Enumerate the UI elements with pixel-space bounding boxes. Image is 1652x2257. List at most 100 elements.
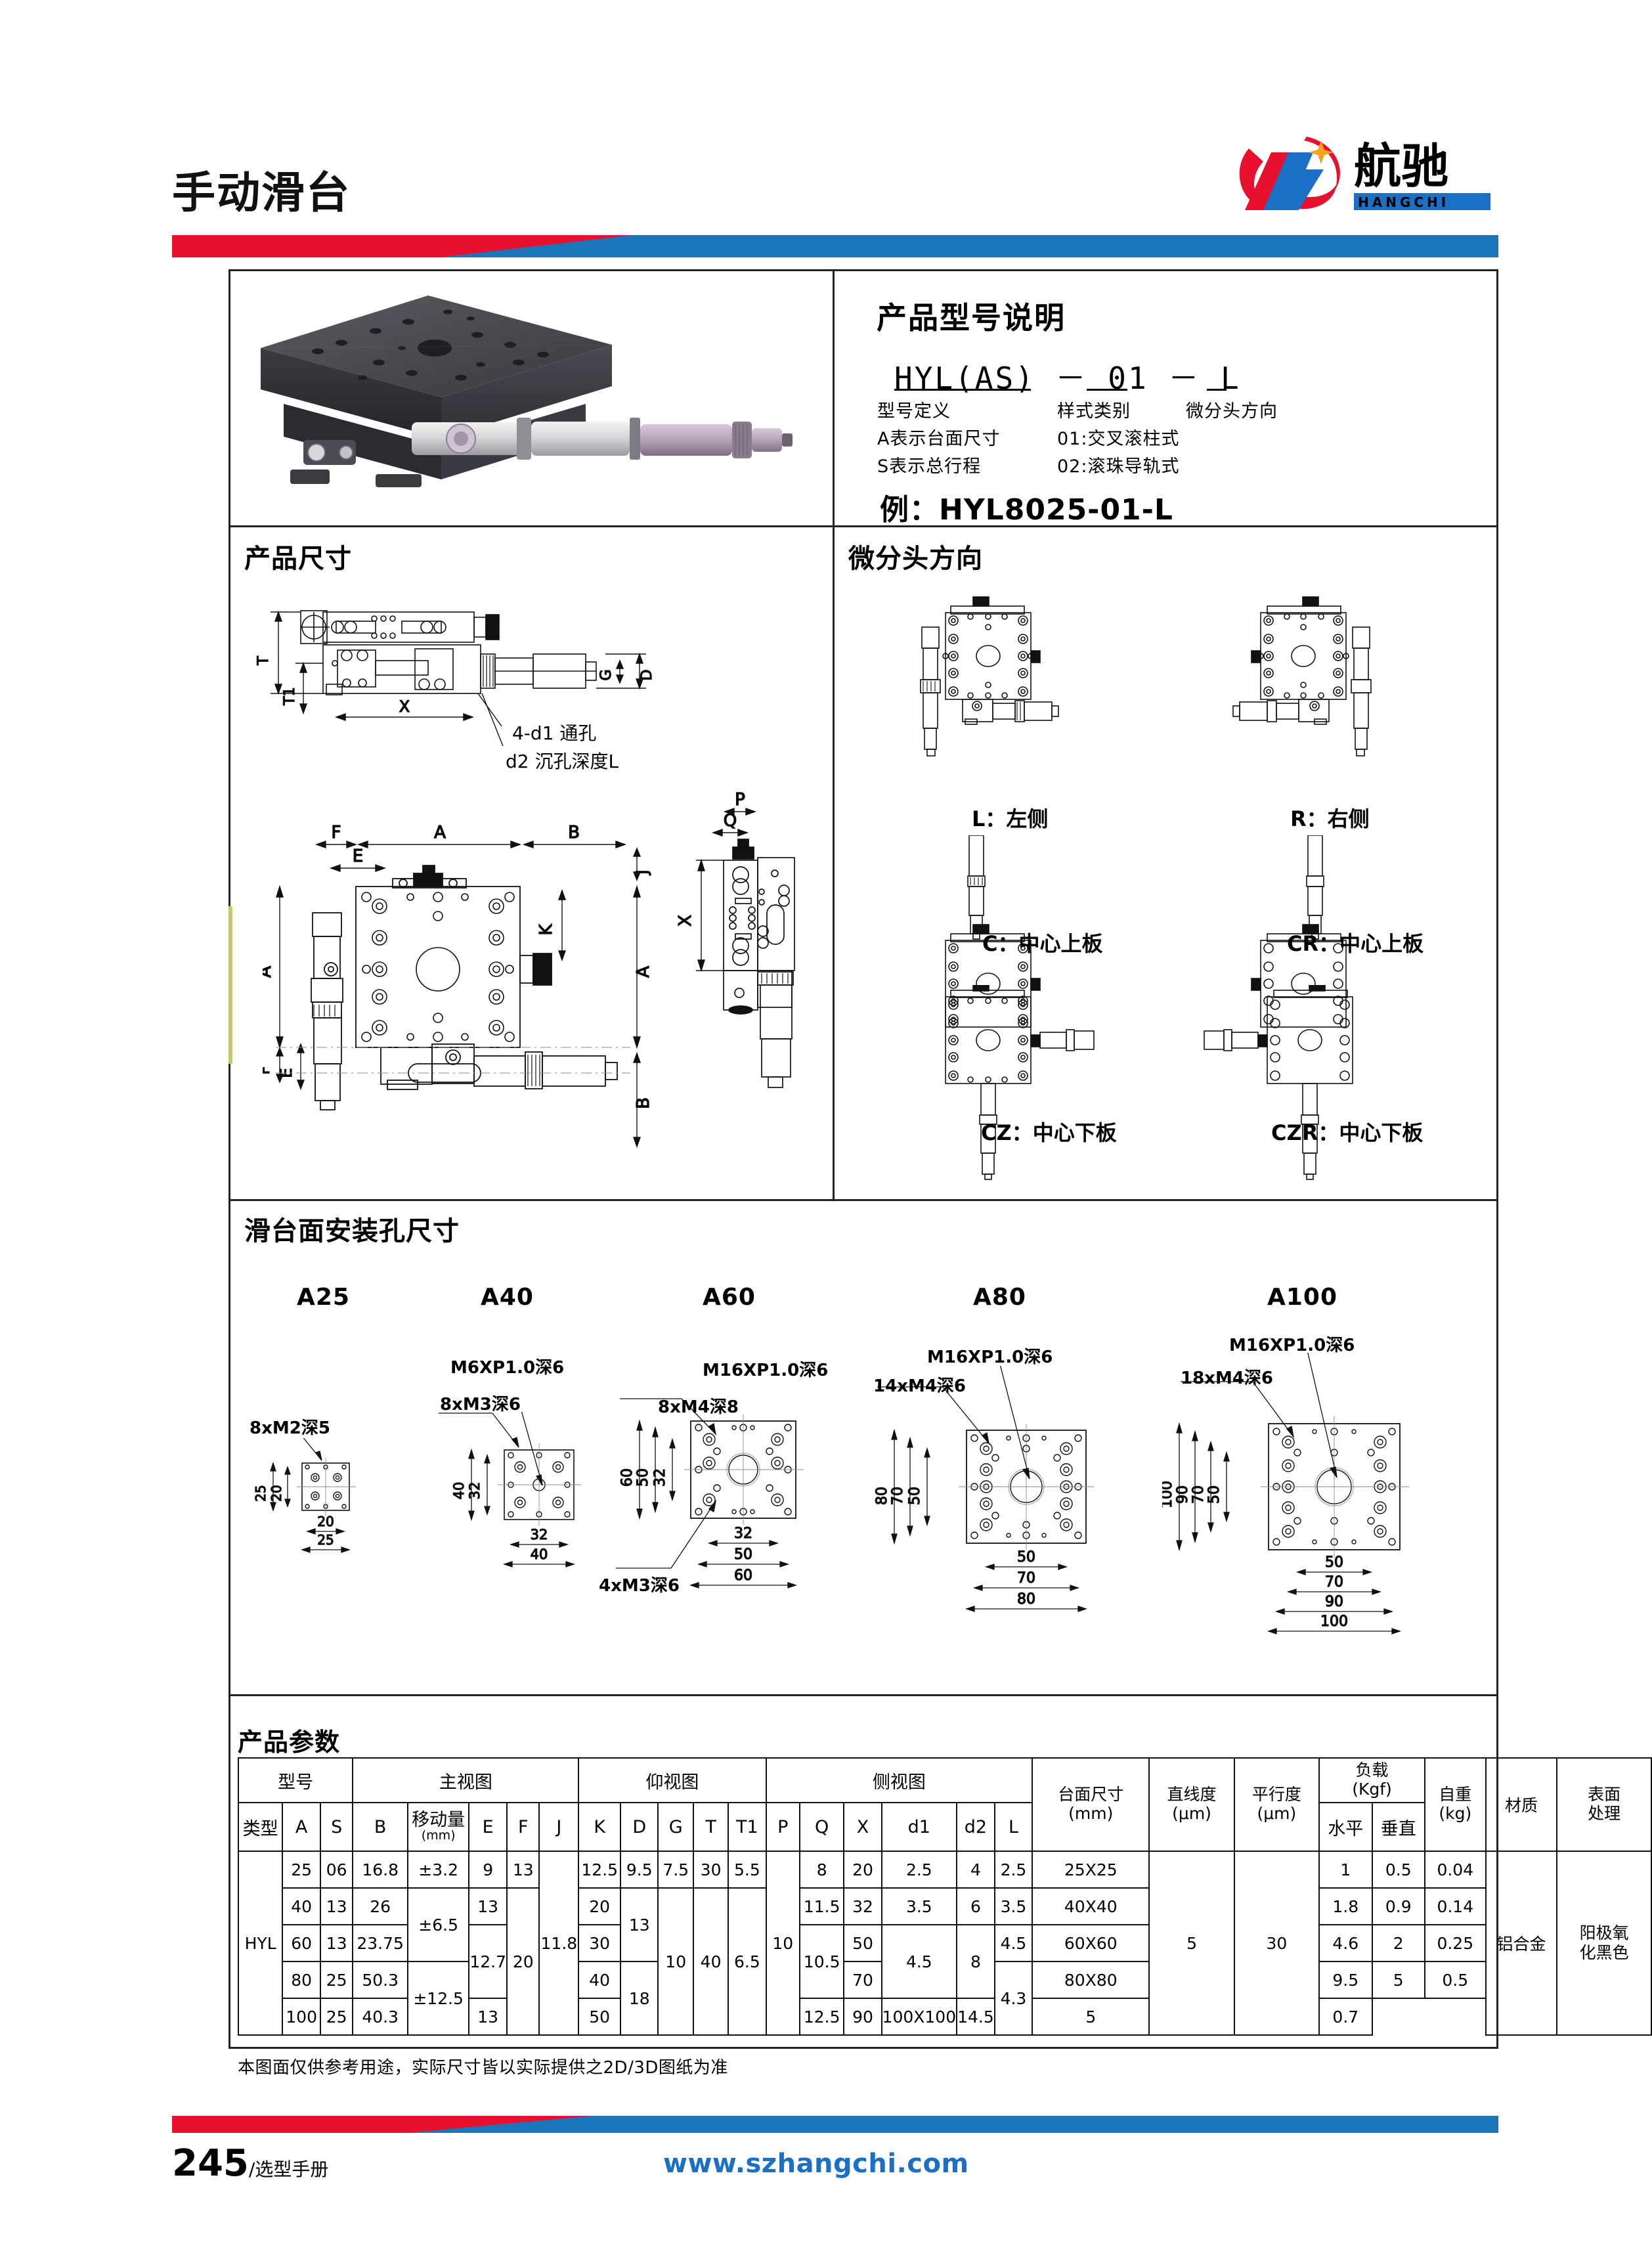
micrometer-option-R [1221, 588, 1392, 794]
hole-model-A80-label: A80 [973, 1284, 1026, 1311]
legend-1-line-0: 01:交叉滚柱式 [1057, 429, 1180, 449]
cell-X: 32 [843, 1887, 882, 1925]
cell-load-h: 9.5 [1318, 1961, 1373, 1999]
callout-through-hole: 4-d1 通孔 [512, 722, 597, 744]
cell-weight: 0.25 [1424, 1924, 1487, 1962]
product-photo [244, 282, 822, 519]
svg-text:G: G [598, 669, 615, 680]
cell-F: 20 [506, 1887, 540, 2036]
hole-drawing-A100: 100 90 70 50 50 70 90 [1158, 1347, 1451, 1638]
callout-counterbore: d2 沉孔深度L [506, 751, 619, 772]
svg-text:A: A [263, 966, 275, 978]
svg-text:90: 90 [1325, 1594, 1343, 1610]
hole-drawing-A40: 40 32 32 40 [433, 1377, 630, 1605]
cell-d2: 6 [956, 1887, 995, 1925]
cell-parallelism: 30 [1233, 1851, 1320, 2036]
cell-weight: 0.04 [1424, 1851, 1487, 1889]
svg-text:A: A [634, 966, 653, 978]
footer-accent-bar [172, 2116, 1498, 2133]
cell-J: 11.8 [538, 1851, 580, 2036]
cell-S: 13 [319, 1924, 354, 1962]
group-table-size: 台面尺寸 (mm) [1032, 1757, 1150, 1852]
hole-note-A100-1: M16XP1.0深6 [1229, 1336, 1355, 1355]
frame-rule-v [833, 269, 835, 1199]
svg-text:70: 70 [1325, 1574, 1343, 1590]
sub-T: T [692, 1802, 729, 1852]
svg-text:100: 100 [1162, 1481, 1175, 1508]
cell-d2: 8 [956, 1924, 995, 1999]
cell-L: 4.5 [993, 1924, 1033, 1962]
hole-note-A100-0: 18xM4深6 [1181, 1369, 1274, 1388]
cell-L: 3.5 [993, 1887, 1033, 1925]
cell-P: 10 [765, 1851, 800, 2036]
cell-K: 50 [578, 1998, 622, 2036]
cell-table-size: 40X40 [1032, 1887, 1150, 1925]
model-code-example: 例：HYL8025-01-L [880, 493, 1173, 527]
cell-K: 40 [578, 1961, 622, 1999]
legend-0-line-0: A表示台面尺寸 [877, 429, 1001, 449]
cell-E: 13 [468, 1887, 508, 1925]
micrometer-option-CZ [900, 984, 1097, 1185]
cell-S: 25 [319, 1998, 354, 2036]
svg-text:100: 100 [1320, 1613, 1348, 1630]
cell-L: 4.3 [993, 1961, 1033, 2036]
sub-type: 类型 [237, 1802, 284, 1852]
hole-note-A60-1: M16XP1.0深6 [703, 1361, 829, 1380]
cell-G: 7.5 [657, 1851, 694, 1889]
cell-load-h: 1 [1318, 1851, 1373, 1889]
model-code-underline-1 [894, 389, 1031, 391]
page-title: 手动滑台 [172, 167, 351, 218]
cell-d1: 2.5 [880, 1851, 958, 1889]
svg-text:20: 20 [317, 1514, 334, 1529]
svg-text:E: E [353, 846, 363, 866]
cell-G: 10 [657, 1887, 694, 2036]
content-frame [228, 269, 1498, 2049]
micrometer-option-L [900, 588, 1070, 794]
travel-unit: (mm) [421, 1828, 456, 1843]
cell-travel: ±6.5 [406, 1887, 470, 1962]
website-url[interactable]: www.szhangchi.com [663, 2149, 969, 2179]
group-side-view: 侧视图 [765, 1757, 1033, 1803]
disclaimer-note: 本图面仅供参考用途，实际尺寸皆以实际提供之2D/3D图纸为准 [238, 2058, 728, 2078]
legend-0-line-1: S表示总行程 [877, 456, 982, 477]
page-number-value: 245 [172, 2142, 249, 2185]
sub-load-horizontal: 水平 [1318, 1802, 1373, 1852]
group-load: 负载 (Kgf) [1318, 1757, 1425, 1803]
svg-text:50: 50 [734, 1546, 752, 1563]
svg-text:50: 50 [1017, 1549, 1035, 1566]
svg-text:20: 20 [269, 1485, 284, 1501]
cell-E: 13 [468, 1998, 508, 2036]
svg-text:60: 60 [619, 1468, 636, 1487]
svg-text:F: F [332, 823, 341, 843]
model-code-underline-3 [1207, 389, 1227, 391]
svg-text:航驰: 航驰 [1354, 139, 1448, 194]
hole-model-A40-label: A40 [481, 1284, 534, 1311]
cell-T1: 5.5 [728, 1851, 767, 1889]
sub-G: G [657, 1802, 694, 1852]
cell-type: HYL [237, 1851, 284, 2036]
cell-Q: 8 [798, 1851, 845, 1889]
dimensions-section-title: 产品尺寸 [244, 544, 352, 574]
page-number-suffix: /选型手册 [248, 2158, 329, 2180]
surface-value: 阳极氧 化黑色 [1579, 1923, 1629, 1962]
hole-section-title: 滑台面安装孔尺寸 [244, 1216, 460, 1246]
cell-B: 50.3 [352, 1961, 408, 1999]
svg-text:40: 40 [451, 1482, 467, 1500]
cell-B: 23.75 [352, 1924, 408, 1962]
cell-material: 铝合金 [1485, 1851, 1558, 2036]
svg-text:T: T [255, 656, 272, 666]
sub-J: J [538, 1802, 580, 1852]
svg-text:P: P [735, 790, 745, 810]
hole-note-A40-1: M6XP1.0深6 [450, 1358, 565, 1378]
hole-model-A100-label: A100 [1267, 1284, 1338, 1311]
svg-text:60: 60 [734, 1567, 752, 1584]
sub-F: F [506, 1802, 540, 1852]
group-model: 型号 [237, 1757, 354, 1803]
cell-table-size: 60X60 [1032, 1924, 1150, 1962]
weight-label: 自重 (kg) [1439, 1785, 1472, 1823]
svg-text:25: 25 [253, 1485, 269, 1501]
cell-surface: 阳极氧 化黑色 [1556, 1851, 1652, 2036]
hole-note-A60-2: 4xM3深6 [599, 1576, 680, 1596]
svg-text:32: 32 [531, 1527, 548, 1543]
cell-load-h: 1.8 [1318, 1887, 1373, 1925]
